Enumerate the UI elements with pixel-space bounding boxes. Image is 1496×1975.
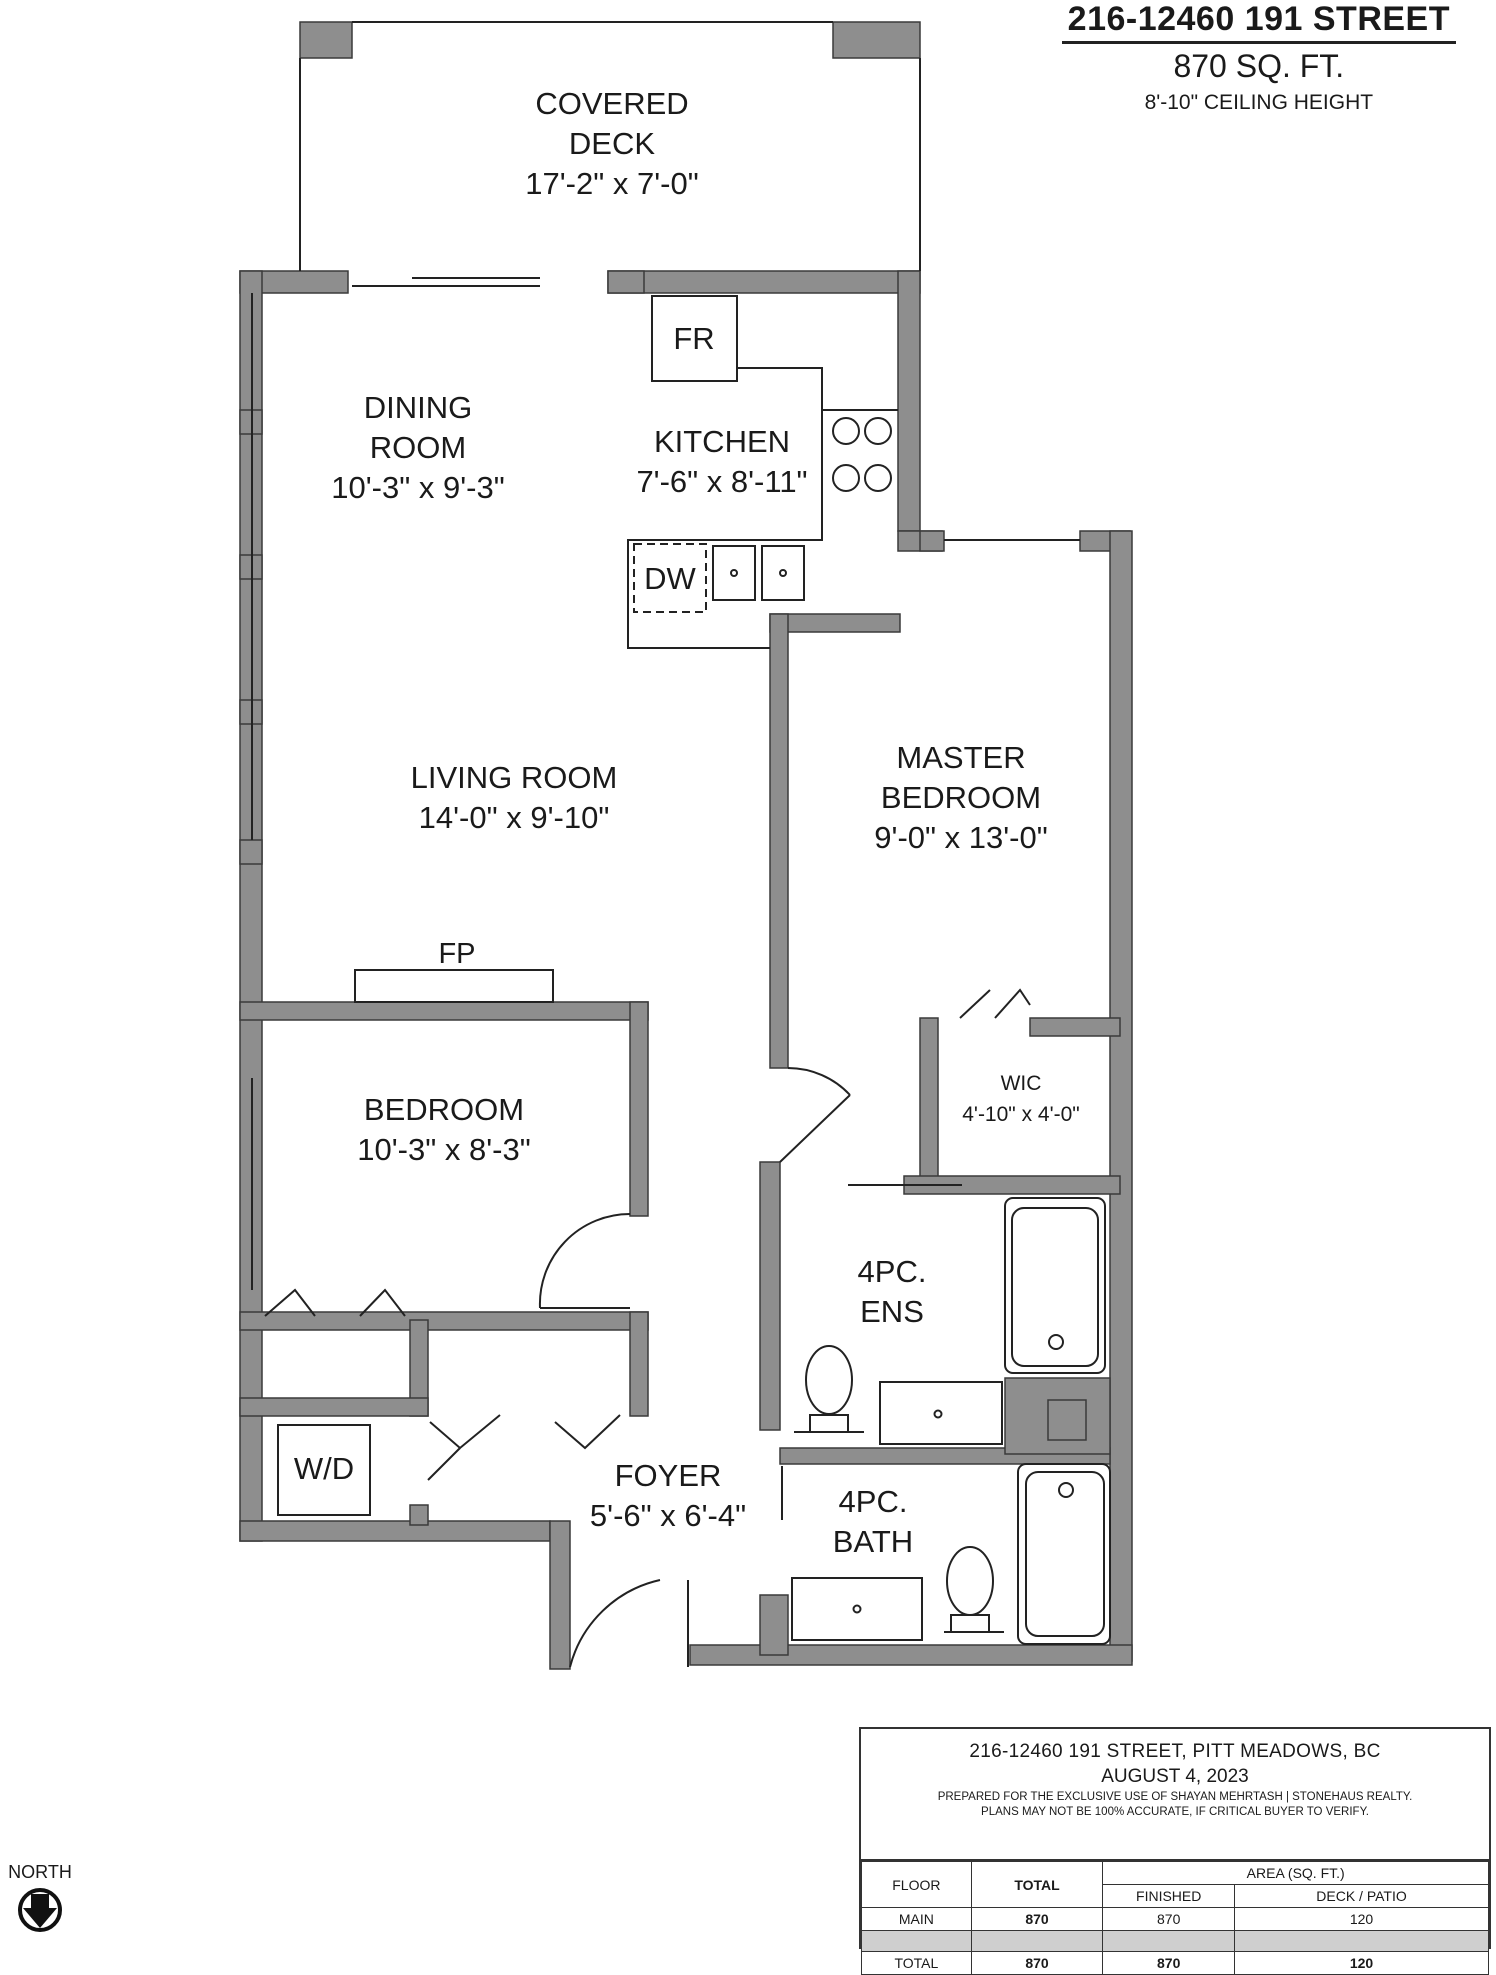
info-address: 216-12460 191 STREET, PITT MEADOWS, BC xyxy=(969,1741,1381,1762)
dining-dims: 10'-3" x 9'-3" xyxy=(331,470,504,505)
north-compass: NORTH xyxy=(0,1862,80,1942)
table-row: TOTAL 870 870 120 xyxy=(861,1951,1489,1975)
total-cell: 870 xyxy=(970,1907,1104,1931)
deck-label-1: COVERED xyxy=(535,86,688,121)
north-label: NORTH xyxy=(8,1862,72,1882)
foyer-label: FOYER xyxy=(615,1458,722,1493)
info-date: AUGUST 4, 2023 xyxy=(1101,1766,1249,1787)
dining-label-2: ROOM xyxy=(370,430,466,465)
wic-dims: 4'-10" x 4'-0" xyxy=(962,1103,1079,1126)
table-row: MAIN 870 870 120 xyxy=(861,1907,1489,1931)
deck-header: DECK / PATIO xyxy=(1234,1884,1489,1908)
header-area: 870 SQ. FT. xyxy=(1173,48,1345,84)
master-dims: 9'-0" x 13'-0" xyxy=(874,820,1047,855)
total-cell: 870 xyxy=(970,1951,1104,1975)
living-dims: 14'-0" x 9'-10" xyxy=(419,800,610,835)
foyer-dims: 5'-6" x 6'-4" xyxy=(590,1498,746,1533)
info-box: 216-12460 191 STREET, PITT MEADOWS, BC A… xyxy=(859,1727,1491,1975)
bedroom-dims: 10'-3" x 8'-3" xyxy=(357,1132,530,1167)
living-label: LIVING ROOM xyxy=(411,760,618,795)
area-table: FLOOR TOTAL AREA (SQ. FT.) FINISHED DECK… xyxy=(861,1861,1489,1975)
ensuite-label-2: ENS xyxy=(860,1294,924,1329)
wic-label: WIC xyxy=(1001,1072,1042,1095)
master-label-2: BEDROOM xyxy=(881,780,1041,815)
header-address: 216-12460 191 STREET xyxy=(1061,0,1456,44)
dining-label-1: DINING xyxy=(364,390,473,425)
fridge-label: FR xyxy=(673,321,714,356)
bedroom-label: BEDROOM xyxy=(364,1092,524,1127)
table-separator xyxy=(861,1930,1489,1952)
floor-cell: TOTAL xyxy=(861,1951,972,1975)
deck-cell: 120 xyxy=(1234,1951,1489,1975)
dishwasher-label: DW xyxy=(644,561,696,596)
bath-label-2: BATH xyxy=(833,1524,913,1559)
floor-cell: MAIN xyxy=(861,1907,972,1931)
finished-cell: 870 xyxy=(1102,1907,1236,1931)
title-block: 216-12460 191 STREET 870 SQ. FT. 8'-10" … xyxy=(1061,0,1456,115)
north-arrow-icon xyxy=(18,1888,62,1932)
area-header: AREA (SQ. FT.) xyxy=(1102,1861,1489,1885)
header-ceiling: 8'-10" CEILING HEIGHT xyxy=(1144,91,1374,114)
fireplace-label: FP xyxy=(438,938,475,970)
kitchen-dims: 7'-6" x 8'-11" xyxy=(636,464,807,499)
finished-cell: 870 xyxy=(1102,1951,1236,1975)
deck-dims: 17'-2" x 7'-0" xyxy=(525,166,698,201)
info-prepared-for: PREPARED FOR THE EXCLUSIVE USE OF SHAYAN… xyxy=(937,1791,1413,1803)
kitchen-label: KITCHEN xyxy=(654,424,790,459)
finished-header: FINISHED xyxy=(1102,1884,1236,1908)
master-label-1: MASTER xyxy=(896,740,1025,775)
ensuite-label-1: 4PC. xyxy=(858,1254,927,1289)
info-disclaimer: PLANS MAY NOT BE 100% ACCURATE, IF CRITI… xyxy=(981,1806,1369,1818)
info-box-header: 216-12460 191 STREET, PITT MEADOWS, BC A… xyxy=(861,1729,1489,1861)
bath-label-1: 4PC. xyxy=(839,1484,908,1519)
floor-header: FLOOR xyxy=(861,1861,972,1908)
deck-label-2: DECK xyxy=(569,126,655,161)
washer-dryer-label: W/D xyxy=(294,1451,354,1486)
deck-cell: 120 xyxy=(1234,1907,1489,1931)
total-header: TOTAL xyxy=(970,1861,1104,1908)
